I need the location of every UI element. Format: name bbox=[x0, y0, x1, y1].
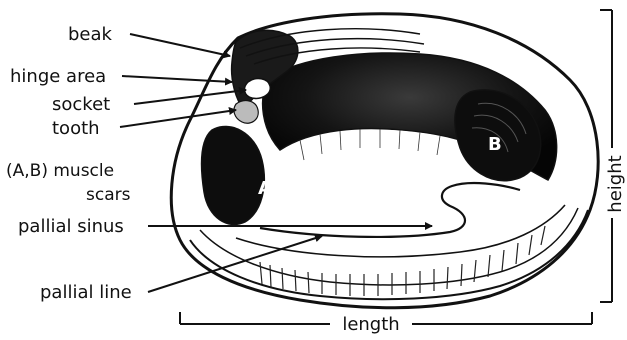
label-tooth: tooth bbox=[52, 118, 100, 139]
label-muscle-scars-2: scars bbox=[86, 185, 131, 205]
label-height: height bbox=[605, 155, 626, 212]
label-muscle-scars: (A,B) muscle bbox=[6, 161, 114, 181]
leader-beak bbox=[130, 34, 230, 56]
label-beak: beak bbox=[68, 24, 113, 45]
label-socket: socket bbox=[52, 94, 110, 115]
leader-socket bbox=[134, 90, 246, 104]
label-hinge-area: hinge area bbox=[10, 66, 106, 87]
marker-b: B bbox=[488, 134, 502, 155]
label-pallial-line: pallial line bbox=[40, 282, 132, 303]
marker-a: A bbox=[258, 178, 272, 199]
hinge-tooth bbox=[234, 101, 258, 124]
label-length: length bbox=[342, 314, 399, 335]
leader-tooth bbox=[120, 110, 236, 127]
label-pallial-sinus: pallial sinus bbox=[18, 216, 124, 237]
leader-hinge-area bbox=[122, 76, 232, 82]
hinge-socket bbox=[245, 79, 271, 99]
muscle-scar-a bbox=[202, 127, 265, 225]
